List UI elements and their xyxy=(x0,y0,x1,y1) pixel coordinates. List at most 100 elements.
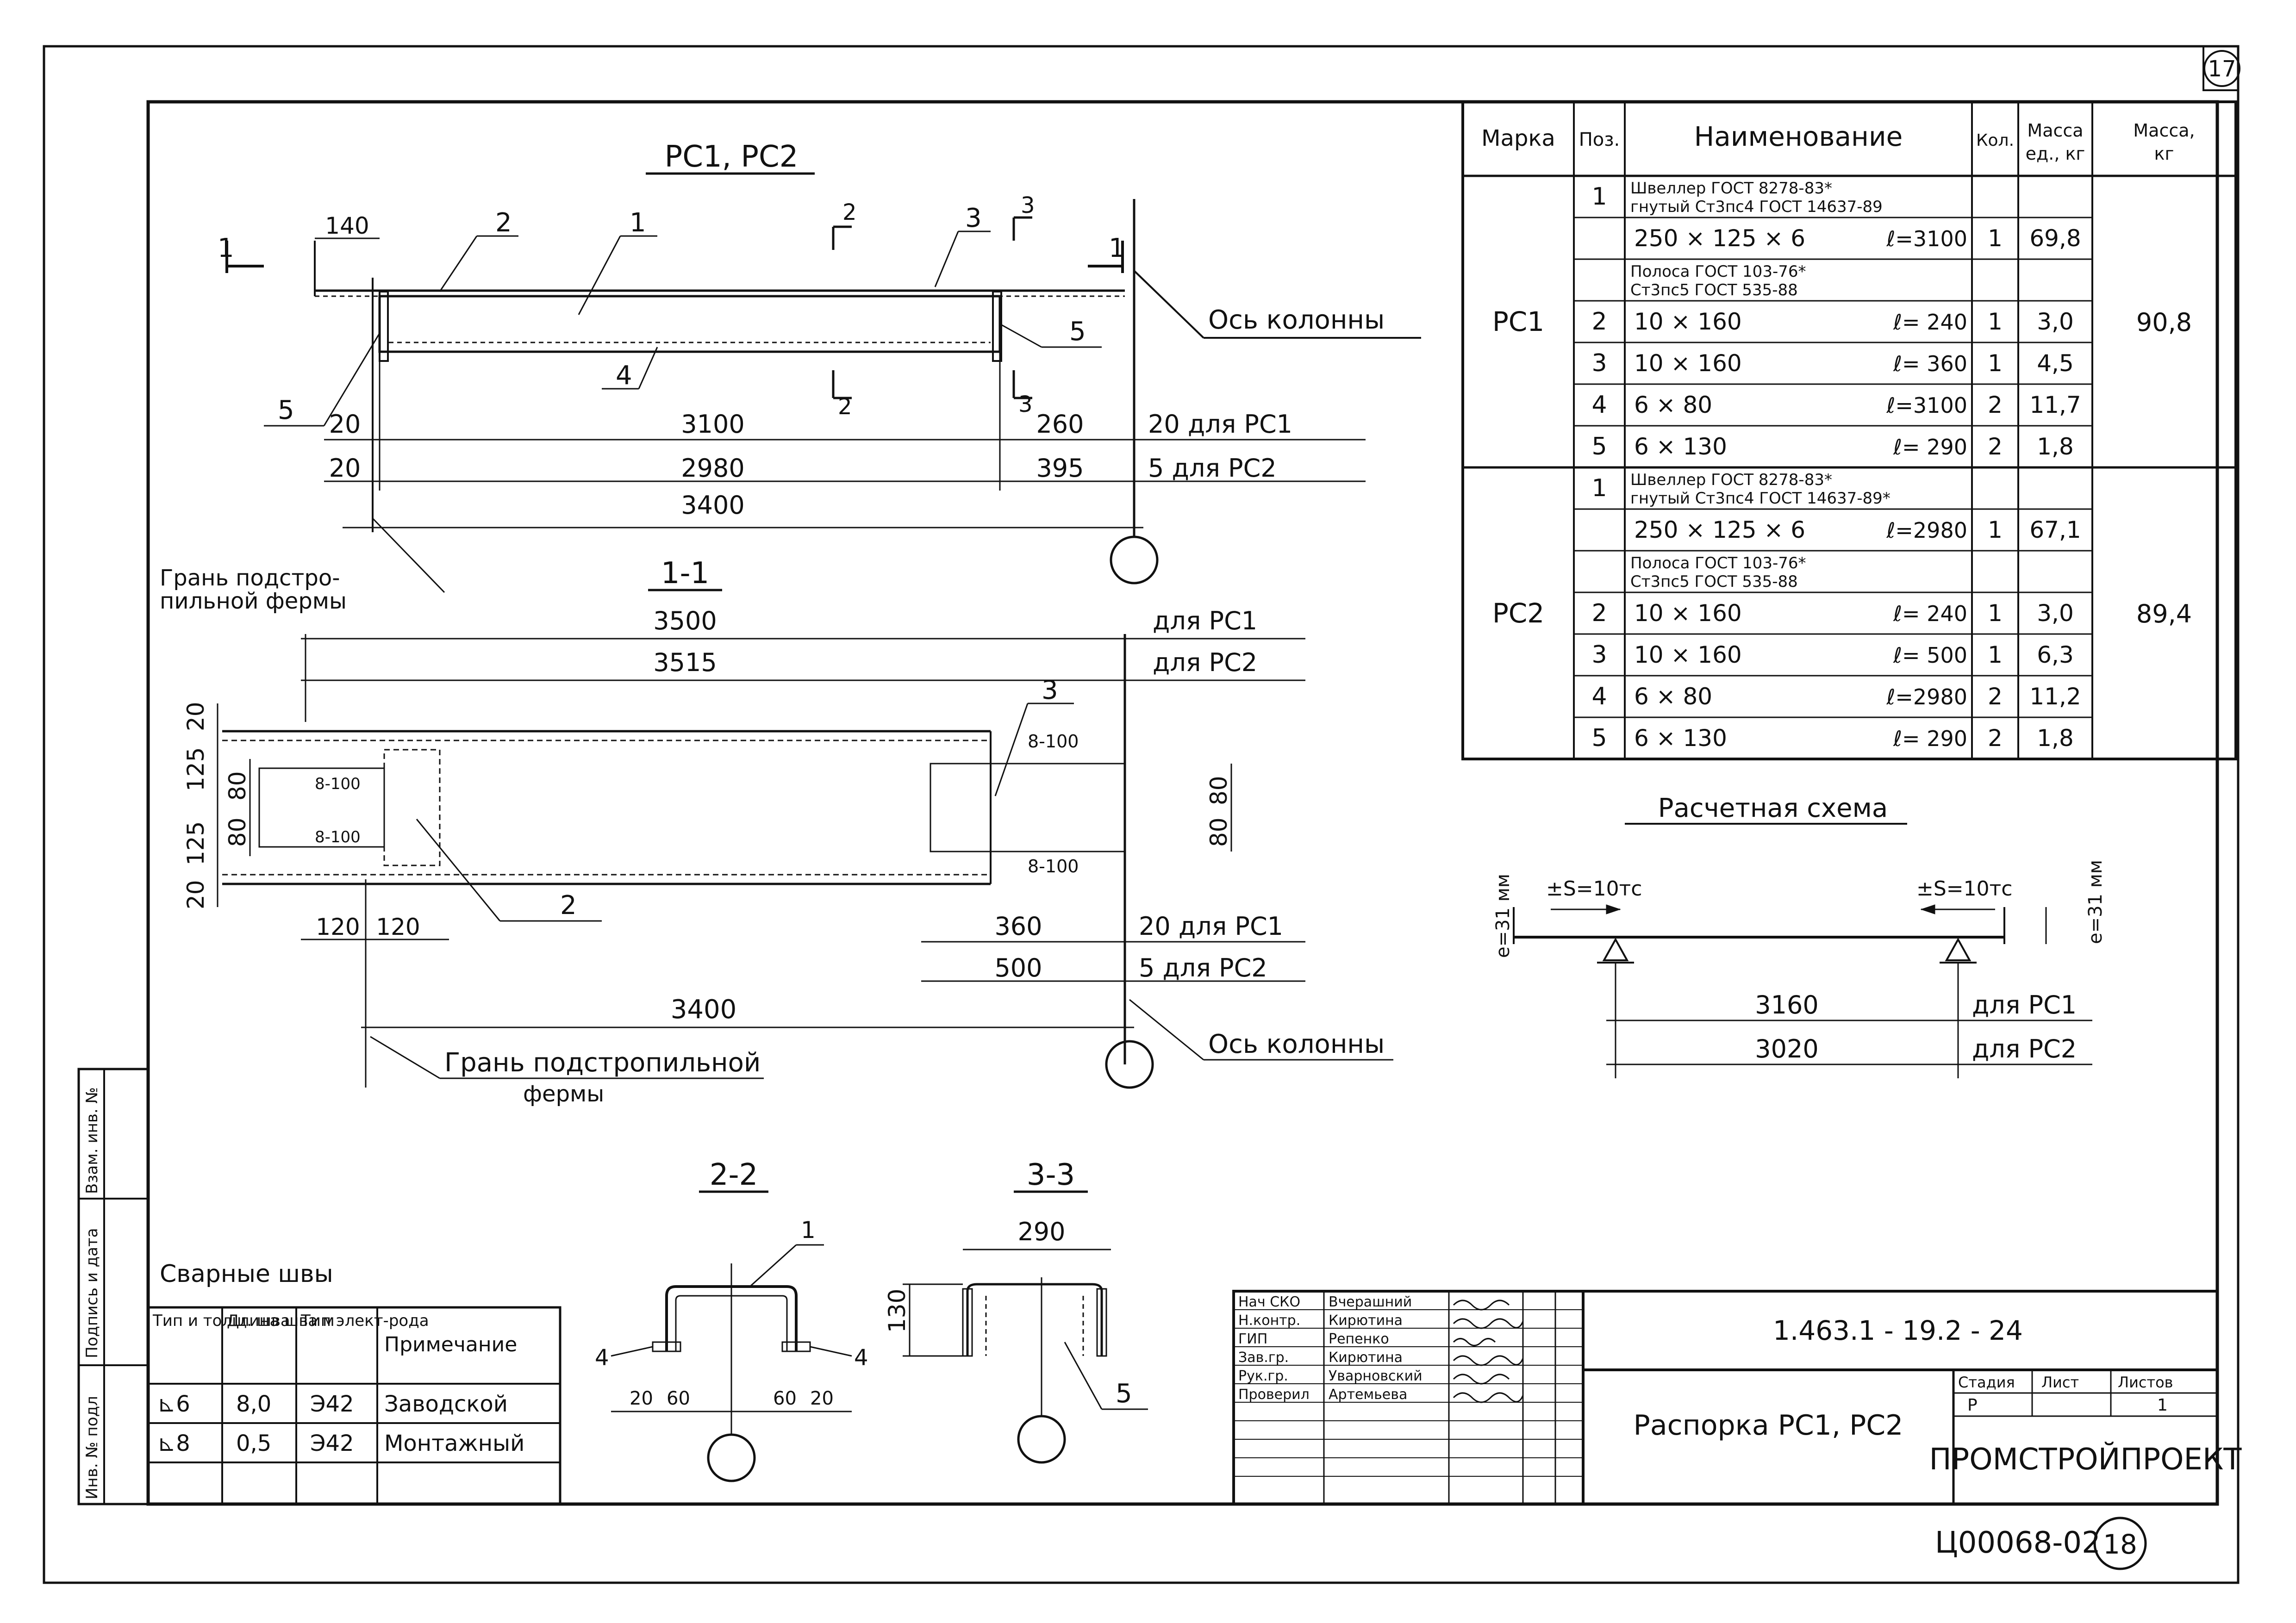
sig-name-4: Кирютина xyxy=(1329,1349,1403,1366)
for-rs1-11a: для РС1 xyxy=(1153,606,1257,635)
weld-r2-electrode: Э42 xyxy=(310,1430,354,1456)
spec-name-bottom-1-2: Ст3пс5 ГОСТ 535-88 xyxy=(1630,572,1798,591)
weld-label-4: 8-100 xyxy=(1028,856,1079,877)
spec-total-0: 90,8 xyxy=(2136,308,2192,337)
dim-3500: 3500 xyxy=(653,606,717,635)
view-1-1: 1-1 3500 3515 для РС1 для РС2 8-100 8-10… xyxy=(182,556,1393,1107)
spec-header-5-b: кг xyxy=(2154,143,2174,164)
sig-role-5: Рук.гр. xyxy=(1238,1368,1288,1384)
note-rs2-11: 5 для РС2 xyxy=(1139,953,1267,983)
weld-title: Сварные швы xyxy=(160,1260,333,1288)
spec-mark-0: РС1 xyxy=(1492,306,1544,337)
edge-label-11-1: Грань подстропильной xyxy=(444,1048,761,1078)
vdim-125-bottom: 125 xyxy=(182,821,209,865)
archive-code-label: Ц00068-02 xyxy=(1935,1526,2101,1560)
sheet-header: Лист xyxy=(2041,1374,2079,1391)
axis-bubble-top xyxy=(1110,535,1159,585)
force-left: ±S=10тс xyxy=(1546,877,1642,901)
archive-page-label: 18 xyxy=(2103,1529,2137,1560)
dim-22-a: 20 xyxy=(630,1388,653,1409)
sheets-value: 1 xyxy=(2157,1396,2168,1415)
weld-label-3: 8-100 xyxy=(1028,731,1079,752)
spec-pos-1-0: 1 xyxy=(1591,474,1607,502)
sig-name-1: Вчерашний xyxy=(1329,1294,1412,1310)
spec-name-1-6: 6 × 130 xyxy=(1634,725,1727,752)
stage-header: Стадия xyxy=(1958,1374,2015,1391)
dim-3160: 3160 xyxy=(1755,990,1818,1020)
dim-20-b: 20 xyxy=(329,454,361,483)
dim-3515: 3515 xyxy=(653,648,717,677)
axis-label-top: Ось колонны xyxy=(1208,305,1385,335)
axis-label-11: Ось колонны xyxy=(1208,1029,1385,1059)
scheme-for-rs2: для РС2 xyxy=(1972,1034,2077,1063)
spec-name-0-4: 10 × 160 xyxy=(1634,350,1742,377)
spec-qty-1-5: 2 xyxy=(1988,683,2003,710)
spec-mass-0-3: 3,0 xyxy=(2037,308,2074,335)
spec-mass-1-6: 1,8 xyxy=(2037,725,2074,752)
dim-500: 500 xyxy=(994,953,1042,983)
spec-pos-0-4: 3 xyxy=(1591,349,1607,377)
dim-20-a: 20 xyxy=(329,410,361,439)
callout-1-22: 1 xyxy=(801,1217,816,1244)
spec-mass-1-4: 6,3 xyxy=(2037,641,2074,668)
section-3-3-title: 3-3 xyxy=(1027,1158,1075,1192)
spec-mass-0-4: 4,5 xyxy=(2037,350,2074,377)
spec-name-top-1-0: Швеллер ГОСТ 8278-83* xyxy=(1630,471,1832,489)
vdim-right-80-bottom: 80 xyxy=(1205,817,1232,847)
weld-r2-length: 0,5 xyxy=(236,1430,271,1456)
callout-2-top: 2 xyxy=(495,208,512,238)
weld-h-length: Длина шва м xyxy=(227,1312,335,1330)
side-stamp-sign-date: Подпись и дата xyxy=(83,1228,101,1358)
spec-qty-0-5: 2 xyxy=(1988,392,2003,418)
scheme-for-rs1: для РС1 xyxy=(1972,990,2077,1020)
spec-length-1-5: ℓ=2980 xyxy=(1886,684,1967,709)
cut-2-top: 2 xyxy=(842,199,857,225)
callout-5-left: 5 xyxy=(278,395,294,425)
spec-qty-1-4: 1 xyxy=(1988,641,2003,668)
spec-length-0-4: ℓ= 360 xyxy=(1893,351,1967,376)
section-3-3: 3-3 290 130 5 xyxy=(884,1158,1148,1464)
spec-name-top-0-2: Полоса ГОСТ 103-76* xyxy=(1630,262,1806,281)
spec-name-1-3: 10 × 160 xyxy=(1634,600,1742,627)
drawing-code: 1.463.1 - 19.2 - 24 xyxy=(1773,1315,2023,1346)
calc-scheme: Расчетная схема ±S=10тс ±S=10тс e=31 мм … xyxy=(1492,793,2106,1078)
sig-role-4: Зав.гр. xyxy=(1238,1349,1289,1366)
section-mark-right: 1 xyxy=(1109,233,1125,263)
edge-label-top-1: Грань подстро- xyxy=(160,565,340,591)
sig-role-2: Н.контр. xyxy=(1238,1312,1300,1329)
spec-name-1-1: 250 × 125 × 6 xyxy=(1634,516,1805,543)
sheets-header: Листов xyxy=(2118,1374,2173,1391)
callout-1-top: 1 xyxy=(630,208,646,238)
weld-label-2: 8-100 xyxy=(315,828,361,846)
dim-2980: 2980 xyxy=(681,454,744,483)
corner-page-label: 17 xyxy=(2208,56,2236,82)
spec-qty-1-6: 2 xyxy=(1988,725,2003,752)
side-stamp-inv-podl: Инв. № подл xyxy=(83,1396,101,1499)
spec-mass-0-6: 1,8 xyxy=(2037,433,2074,460)
weld-h-note: Примечание xyxy=(384,1333,517,1356)
dim-395: 395 xyxy=(1036,454,1084,483)
dim-22-d: 20 xyxy=(810,1388,834,1409)
spec-header-5-a: Масса, xyxy=(2133,120,2195,141)
spec-length-0-5: ℓ=3100 xyxy=(1886,393,1967,418)
spec-header-4-b: ед., кг xyxy=(2026,143,2085,164)
weld-r2-note: Монтажный xyxy=(384,1430,524,1456)
note-rs1-top: 20 для РС1 xyxy=(1148,410,1292,439)
view-top: РС1, РС2 1 1 Ось колонны 140 2 xyxy=(160,140,1421,614)
e-right: e=31 мм xyxy=(2085,860,2106,944)
vdim-125-top: 125 xyxy=(182,747,209,791)
note-rs1-11: 20 для РС1 xyxy=(1139,912,1283,941)
sig-role-3: ГИП xyxy=(1238,1331,1267,1347)
spec-length-1-3: ℓ= 240 xyxy=(1893,601,1967,626)
callout-3-11: 3 xyxy=(1042,675,1058,705)
spec-length-0-6: ℓ= 290 xyxy=(1893,435,1967,460)
vdim-80-bottom: 80 xyxy=(224,817,251,847)
spec-header-3: Кол. xyxy=(1976,131,2014,150)
vdim-right-80-top: 80 xyxy=(1205,776,1232,805)
spec-name-0-6: 6 × 130 xyxy=(1634,433,1727,460)
spec-name-1-5: 6 × 80 xyxy=(1634,683,1712,710)
spec-name-1-4: 10 × 160 xyxy=(1634,641,1742,668)
dim-140: 140 xyxy=(325,212,369,239)
